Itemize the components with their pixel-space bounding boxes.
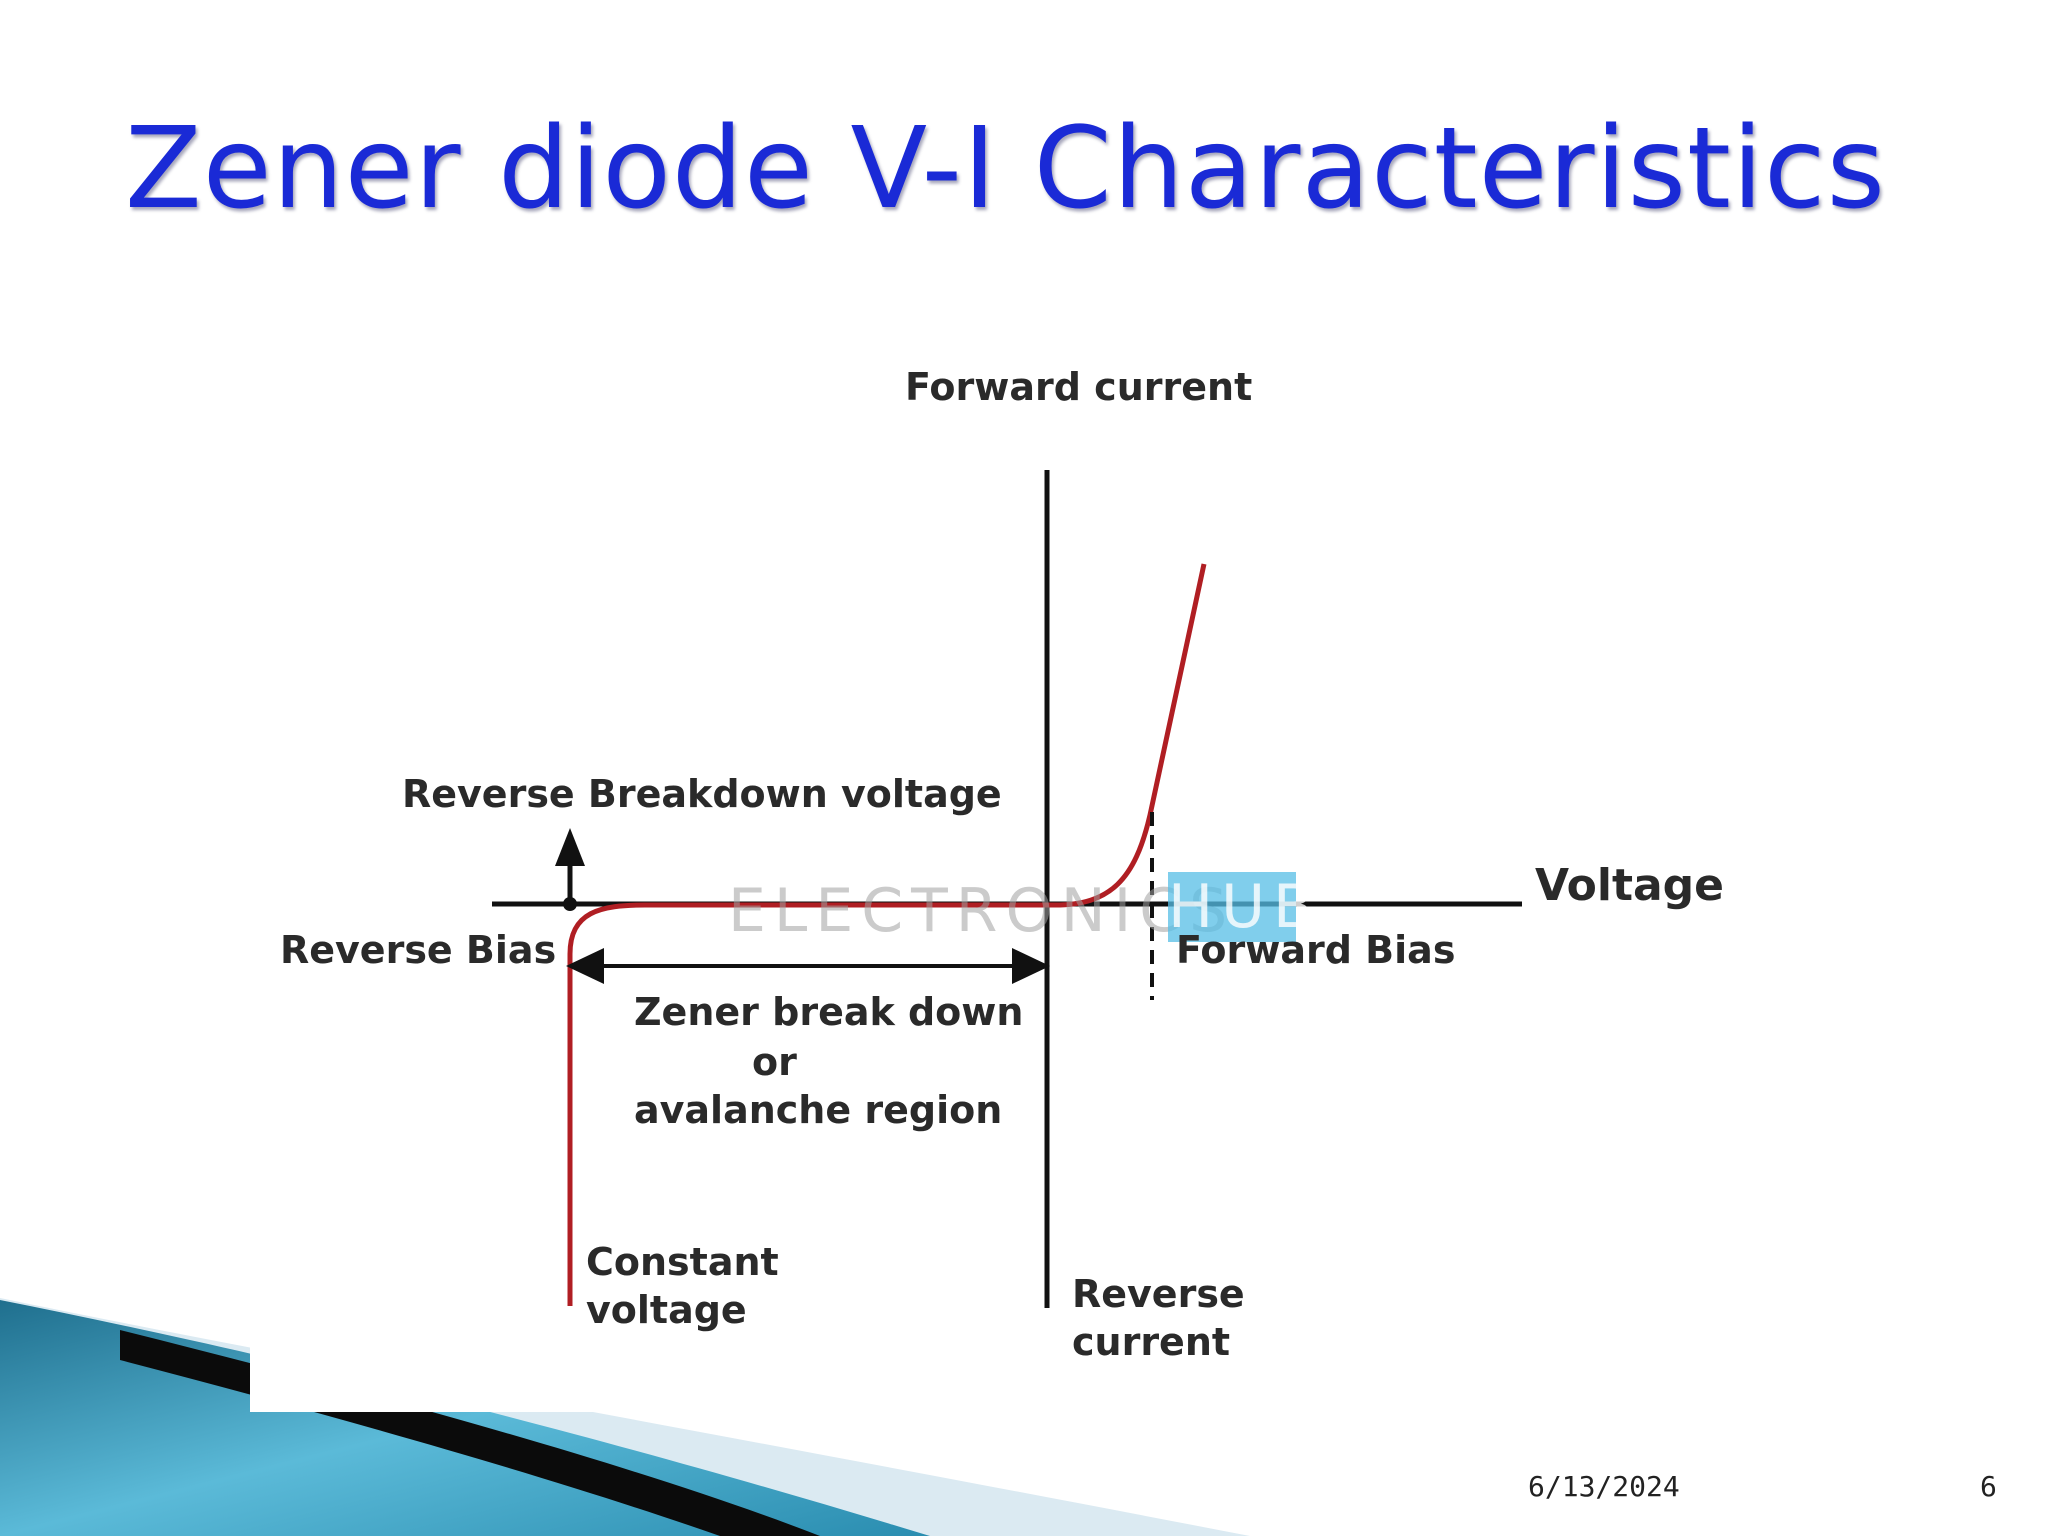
vi-curve-forward — [1054, 563, 1207, 908]
watermark-hub: HUB — [1168, 872, 1323, 942]
region-label-line2: or — [752, 1040, 797, 1084]
region-label-line3: avalanche region — [634, 1088, 1003, 1132]
region-arrowhead-right — [1012, 948, 1050, 984]
slide-page-number: 6 — [1980, 1470, 1997, 1503]
region-label-line1: Zener break down — [634, 990, 1024, 1034]
voltage-label: Voltage — [1535, 860, 1725, 911]
slide-date: 6/13/2024 — [1528, 1470, 1680, 1503]
slide-title: Zener diode V-I Characteristics — [125, 104, 1886, 234]
breakdown-point-dot — [563, 897, 577, 911]
constant-voltage-label-line1: Constant — [586, 1240, 779, 1284]
breakdown-voltage-arrowhead — [555, 828, 585, 866]
reverse-current-label-line2: current — [1072, 1320, 1231, 1364]
reverse-bias-label: Reverse Bias — [280, 928, 557, 972]
reverse-breakdown-voltage-label: Reverse Breakdown voltage — [402, 772, 1002, 816]
forward-bias-label: Forward Bias — [1176, 928, 1456, 972]
region-arrowhead-left — [566, 948, 604, 984]
constant-voltage-label-line2: voltage — [586, 1288, 747, 1332]
vi-curve-reverse — [567, 902, 1055, 1306]
reverse-current-label-line1: Reverse — [1072, 1272, 1245, 1316]
watermark-electronics: ELECTRONICS — [728, 876, 1236, 946]
forward-current-label: Forward current — [905, 365, 1253, 409]
